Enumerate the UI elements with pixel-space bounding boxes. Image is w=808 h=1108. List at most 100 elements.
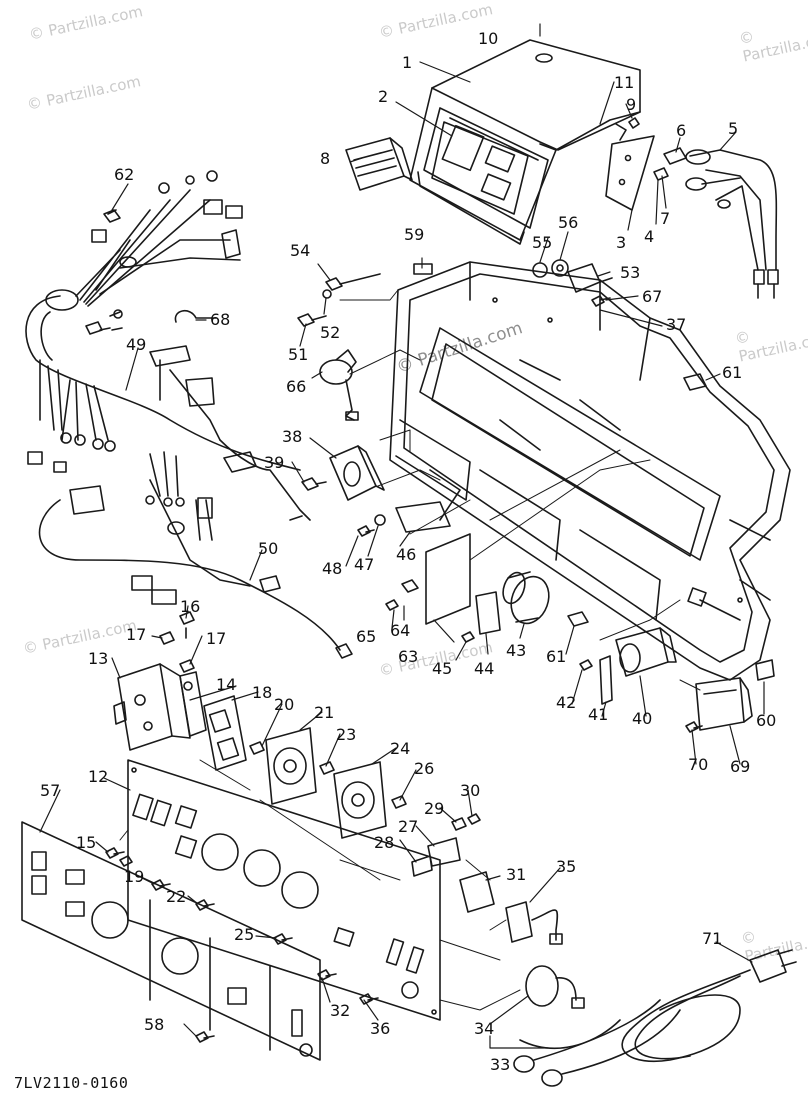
callout-4: 4 xyxy=(644,227,654,246)
screw-25 xyxy=(273,933,293,945)
clip-29 xyxy=(451,817,467,831)
callout-42: 42 xyxy=(556,693,576,712)
connector-64 xyxy=(401,579,419,593)
callout-56: 56 xyxy=(558,213,578,232)
callout-10: 10 xyxy=(478,29,498,48)
callout-11: 11 xyxy=(614,73,634,92)
callout-49: 49 xyxy=(126,335,146,354)
screw-17 xyxy=(159,631,175,645)
callout-labels: 10 1 11 9 2 6 5 8 3 4 7 59 55 56 53 62 5… xyxy=(40,29,776,1074)
callout-51: 51 xyxy=(288,345,308,364)
callout-17-right: 17 xyxy=(206,629,226,648)
screw-19 xyxy=(151,879,171,891)
callout-54: 54 xyxy=(290,241,310,260)
callout-29: 29 xyxy=(424,799,444,818)
switch-31 xyxy=(459,871,495,913)
screw-22 xyxy=(195,899,215,911)
lamp-harness xyxy=(653,147,779,299)
callout-60: 60 xyxy=(756,711,776,730)
callout-44: 44 xyxy=(474,659,494,678)
screw-36 xyxy=(359,993,379,1005)
screw-70 xyxy=(685,721,703,733)
callout-58: 58 xyxy=(144,1015,164,1034)
screw-32 xyxy=(317,969,337,981)
screw-17b xyxy=(179,659,195,673)
control-box-cover xyxy=(409,39,641,245)
callout-26: 26 xyxy=(414,759,434,778)
callout-35: 35 xyxy=(556,857,576,876)
callout-32: 32 xyxy=(330,1001,350,1020)
callout-70: 70 xyxy=(688,755,708,774)
screw-45 xyxy=(461,631,475,643)
callout-22: 22 xyxy=(166,887,186,906)
callout-19: 19 xyxy=(124,867,144,886)
callout-33: 33 xyxy=(490,1055,510,1074)
wire-harness-49 xyxy=(25,170,301,473)
plate-41 xyxy=(599,655,613,705)
meter-panel xyxy=(431,121,529,215)
bracket-44 xyxy=(475,591,501,635)
callout-1: 1 xyxy=(402,53,412,72)
screw-15b xyxy=(119,855,133,867)
callout-14: 14 xyxy=(216,675,236,694)
callout-18: 18 xyxy=(252,683,272,702)
nut-56 xyxy=(551,259,569,277)
callout-25: 25 xyxy=(234,925,254,944)
screw-67 xyxy=(591,295,611,307)
screw-65 xyxy=(385,599,399,611)
callout-15: 15 xyxy=(76,833,96,852)
callout-16: 16 xyxy=(180,597,200,616)
callout-20: 20 xyxy=(274,695,294,714)
switch-27 xyxy=(427,837,461,867)
callout-5: 5 xyxy=(728,119,738,138)
screw-48 xyxy=(357,525,375,537)
screw-58 xyxy=(195,1031,215,1043)
wire-35 xyxy=(505,901,563,945)
breaker-40 xyxy=(615,627,677,677)
screw-51 xyxy=(297,313,327,327)
callout-47: 47 xyxy=(354,555,374,574)
callout-45: 45 xyxy=(432,659,452,678)
bracket-plate xyxy=(605,123,655,211)
callout-65: 65 xyxy=(356,627,376,646)
nut-9 xyxy=(628,117,640,129)
callout-37: 37 xyxy=(666,315,686,334)
callout-50: 50 xyxy=(258,539,278,558)
screw-15 xyxy=(105,847,125,859)
rubber-foot-60 xyxy=(755,659,775,681)
screw-42 xyxy=(579,659,593,671)
callout-71: 71 xyxy=(702,929,722,948)
callout-52: 52 xyxy=(320,323,340,342)
label-plate xyxy=(413,263,433,275)
callout-62: 62 xyxy=(114,165,134,184)
callout-39: 39 xyxy=(264,453,284,472)
breaker-13 xyxy=(113,663,191,751)
callout-23: 23 xyxy=(336,725,356,744)
callout-41: 41 xyxy=(588,705,608,724)
callout-2: 2 xyxy=(378,87,388,106)
callout-13: 13 xyxy=(88,649,108,668)
outlet-21 xyxy=(265,727,317,805)
screw-30 xyxy=(467,813,481,825)
callout-24: 24 xyxy=(390,739,410,758)
callout-3: 3 xyxy=(616,233,626,252)
callout-34: 34 xyxy=(474,1019,494,1038)
outlet-18 xyxy=(203,695,247,771)
front-plate-57 xyxy=(21,821,321,1061)
breaker-14 xyxy=(179,671,207,737)
callout-38: 38 xyxy=(282,427,302,446)
capacitor-43 xyxy=(502,571,550,625)
callout-48: 48 xyxy=(322,559,342,578)
transformer-38 xyxy=(329,445,385,501)
callout-36: 36 xyxy=(370,1019,390,1038)
callout-61: 61 xyxy=(722,363,742,382)
power-cord-71 xyxy=(621,949,797,1062)
callout-8: 8 xyxy=(320,149,330,168)
callout-21: 21 xyxy=(314,703,334,722)
callout-57: 57 xyxy=(40,781,60,800)
callout-69: 69 xyxy=(730,757,750,776)
callout-27: 27 xyxy=(398,817,418,836)
assembly-lines xyxy=(119,289,701,1011)
